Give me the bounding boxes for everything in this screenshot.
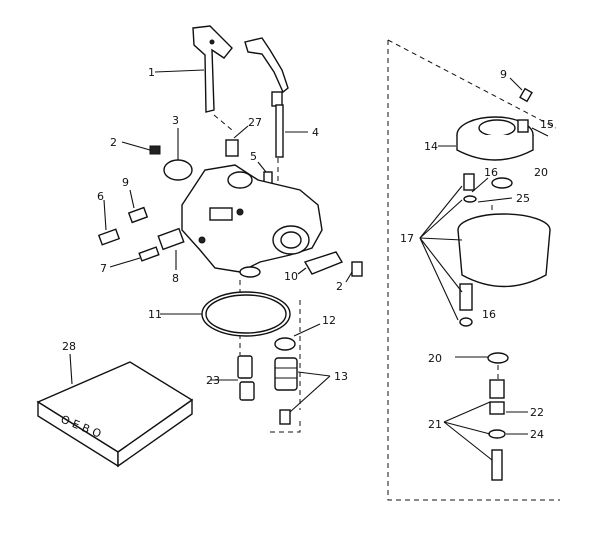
part-25-washer: [463, 195, 477, 203]
part-9-pin: [127, 189, 149, 224]
part-governor-link: [244, 37, 289, 107]
callout-24: 24: [530, 428, 544, 441]
part-14-float: [438, 116, 534, 161]
part-9-needle: [509, 77, 533, 103]
part-1-throttle-lever: [154, 25, 233, 113]
callout-4: 4: [312, 126, 319, 139]
callout-2-upper: 2: [110, 136, 117, 149]
part-7-8-idle-screw: [109, 227, 185, 270]
part-2b-screw: [345, 261, 363, 283]
callout-12: 12: [322, 314, 336, 327]
callout-14: 14: [424, 140, 438, 153]
part-27-screw: [225, 125, 249, 157]
callout-28: 28: [62, 340, 76, 353]
part-11-gasket: [160, 291, 291, 337]
callout-21: 21: [428, 418, 442, 431]
part-6-screw: [97, 199, 121, 246]
part-13-parts: [274, 357, 331, 425]
part-28-box: O E B O: [36, 353, 194, 468]
callout-9-left: 9: [122, 176, 129, 189]
callout-labels: 1 2 3 27 4 5 9 6 7 8 10 2 11 12 13 23 28…: [62, 66, 554, 441]
callout-8: 8: [172, 272, 179, 285]
callout-10: 10: [284, 270, 298, 283]
callout-7: 7: [100, 262, 107, 275]
callout-20-upper: 20: [534, 166, 548, 179]
callout-16-upper: 16: [484, 166, 498, 179]
carburetor-body: [181, 164, 323, 278]
callout-25: 25: [516, 192, 530, 205]
part-15-pin: [531, 127, 549, 137]
part-16-screws: [459, 173, 475, 327]
callout-9-right: 9: [500, 68, 507, 81]
part-2a-screw: [121, 141, 161, 155]
callout-5: 5: [250, 150, 257, 163]
part-4-choke-shaft: [275, 104, 308, 158]
callout-22: 22: [530, 406, 544, 419]
part-20-washers: [487, 177, 513, 364]
callout-16-lower: 16: [482, 308, 496, 321]
part-23-nozzle: [210, 355, 255, 401]
callout-15: 15: [540, 118, 554, 131]
part-bowl: [457, 213, 551, 288]
callout-13: 13: [334, 370, 348, 383]
part-10-plate: [297, 251, 344, 275]
callout-1: 1: [148, 66, 155, 79]
callout-23: 23: [206, 374, 220, 387]
callout-17: 17: [400, 232, 414, 245]
part-12-o-ring: [274, 323, 321, 351]
part-21-valve: [443, 379, 506, 481]
callout-11: 11: [148, 308, 162, 321]
leader-lines-right: [419, 177, 528, 435]
callout-2-lower: 2: [336, 280, 343, 293]
callout-27: 27: [248, 116, 262, 129]
part-3-throttle-plate: [163, 128, 193, 181]
callout-6: 6: [97, 190, 104, 203]
callout-3: 3: [172, 114, 179, 127]
callout-20-lower: 20: [428, 352, 442, 365]
